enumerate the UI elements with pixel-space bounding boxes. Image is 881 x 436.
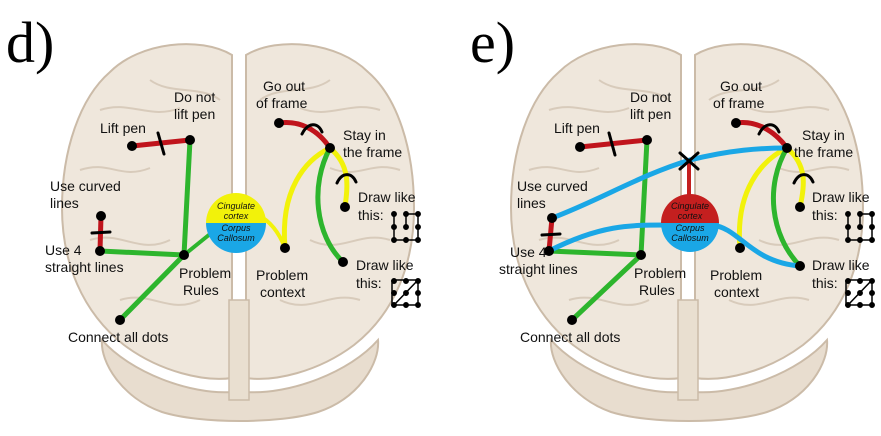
node-context xyxy=(280,243,290,253)
label-stay-2: the frame xyxy=(794,144,853,160)
node-goout xyxy=(274,118,284,128)
node-use4 xyxy=(95,246,105,256)
node-rules xyxy=(636,250,646,260)
node-rules xyxy=(179,250,189,260)
brain-stem xyxy=(678,300,698,400)
label-rules-1: Problem xyxy=(179,265,231,281)
node-connect xyxy=(115,315,125,325)
hub-label-callosum: Callosum xyxy=(217,233,255,243)
label-stay-1: Stay in xyxy=(802,127,845,143)
label-use4-2: straight lines xyxy=(499,261,578,277)
label-goout-1: Go out xyxy=(720,78,762,94)
hub-label-corpus: Corpus xyxy=(221,223,251,233)
hub-d: Cingulate cortex Corpus Callosum xyxy=(206,193,266,253)
label-context-2: context xyxy=(714,284,759,300)
label-curved-2: lines xyxy=(517,195,546,211)
node-goout xyxy=(731,118,741,128)
node-stay xyxy=(325,143,335,153)
label-liftpen: Lift pen xyxy=(100,120,146,136)
node-connect xyxy=(567,315,577,325)
panel-letter-d: d) xyxy=(6,10,54,75)
node-context xyxy=(735,243,745,253)
inhibition-tick-curved xyxy=(92,232,110,233)
label-curved-2: lines xyxy=(50,195,79,211)
label-rules-1: Problem xyxy=(634,265,686,281)
node-curved xyxy=(96,211,106,221)
label-draw2-1: Draw like xyxy=(812,257,870,273)
node-draw2 xyxy=(338,257,348,267)
label-curved-1: Use curved xyxy=(50,178,121,194)
hub-label-cortex: cortex xyxy=(678,211,703,221)
node-draw2 xyxy=(795,261,805,271)
label-curved-1: Use curved xyxy=(517,178,588,194)
node-donotlift xyxy=(185,135,195,145)
hub-label-callosum: Callosum xyxy=(671,233,709,243)
dot-grid-draw2 xyxy=(846,279,874,307)
label-context-1: Problem xyxy=(256,267,308,283)
label-goout-2: of frame xyxy=(713,95,765,111)
node-draw1 xyxy=(795,202,805,212)
label-goout-2: of frame xyxy=(256,95,308,111)
label-draw2-2: this: xyxy=(812,275,838,291)
label-liftpen: Lift pen xyxy=(554,120,600,136)
label-draw1-1: Draw like xyxy=(812,189,870,205)
hub-label-cingulate: Cingulate xyxy=(217,201,255,211)
label-rules-2: Rules xyxy=(639,282,675,298)
hub-e: Cingulate cortex Corpus Callosum xyxy=(661,194,719,252)
label-donotlift-2: lift pen xyxy=(174,106,215,122)
panel-letter-e: e) xyxy=(470,10,515,75)
label-donotlift-1: Do not xyxy=(174,89,215,105)
node-draw1 xyxy=(340,202,350,212)
label-stay-1: Stay in xyxy=(343,127,386,143)
brain-stem xyxy=(229,300,249,400)
label-donotlift-2: lift pen xyxy=(630,106,671,122)
label-context-1: Problem xyxy=(710,267,762,283)
label-connect: Connect all dots xyxy=(520,329,620,345)
label-draw2-1: Draw like xyxy=(356,257,414,273)
node-donotlift xyxy=(642,135,652,145)
dot-grid-draw2 xyxy=(392,279,420,307)
node-stay xyxy=(782,143,792,153)
label-goout-1: Go out xyxy=(263,78,305,94)
label-draw1-2: this: xyxy=(358,207,384,223)
label-context-2: context xyxy=(260,284,305,300)
label-draw2-2: this: xyxy=(356,275,382,291)
panel-d: Cingulate cortex Corpus Callosum d) Lift… xyxy=(6,10,420,421)
label-draw1-1: Draw like xyxy=(358,189,416,205)
label-donotlift-1: Do not xyxy=(630,89,671,105)
hub-label-corpus: Corpus xyxy=(675,223,705,233)
label-use4-1: Use 4 xyxy=(45,242,82,258)
panel-e: Cingulate cortex Corpus Callosum e) Lift… xyxy=(470,10,874,421)
hub-label-cingulate: Cingulate xyxy=(671,201,709,211)
label-use4-1: Use 4 xyxy=(510,244,547,260)
hub-label-cortex: cortex xyxy=(224,211,249,221)
inhibition-tick-curved xyxy=(542,234,560,235)
label-use4-2: straight lines xyxy=(45,259,124,275)
node-liftpen xyxy=(127,141,137,151)
node-curved xyxy=(547,213,557,223)
label-rules-2: Rules xyxy=(183,282,219,298)
label-draw1-2: this: xyxy=(812,207,838,223)
label-connect: Connect all dots xyxy=(68,329,168,345)
node-liftpen xyxy=(575,142,585,152)
label-stay-2: the frame xyxy=(343,144,402,160)
